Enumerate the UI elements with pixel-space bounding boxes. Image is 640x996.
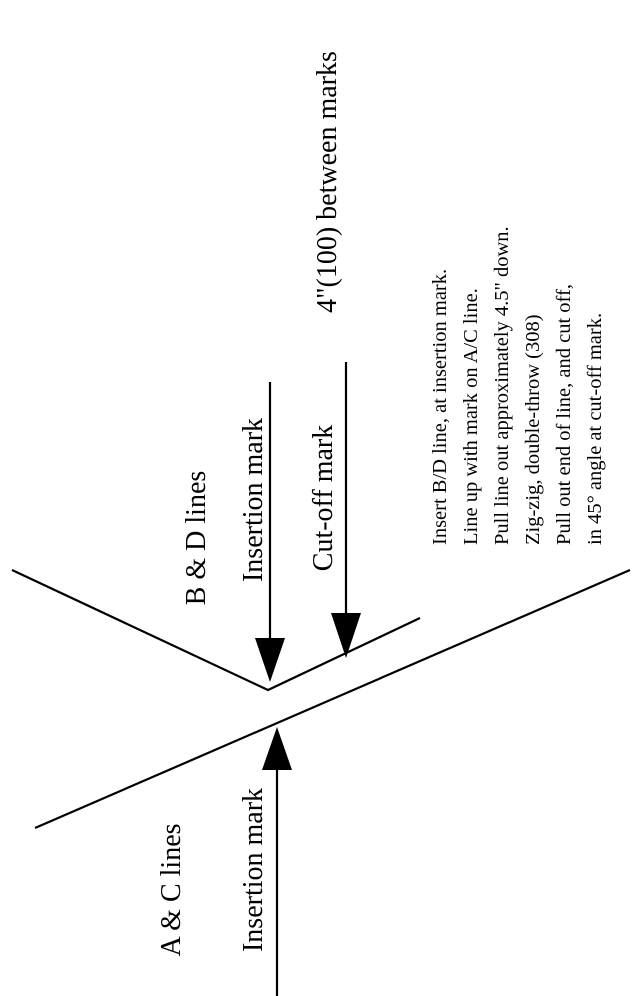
cutoff-mark-label: Cut-off mark <box>308 425 339 571</box>
spacing-label: 4"(100) between marks <box>312 51 343 313</box>
bd-lines-label: B & D lines <box>181 471 212 606</box>
cutoff-arrowhead <box>331 613 361 658</box>
ac-insertion-arrowhead <box>262 727 292 770</box>
bd-insertion-arrowhead <box>255 638 285 682</box>
instruction-line: Zig-zig, double-throw (308) <box>522 314 544 545</box>
instruction-line: in 45° angle at cut-off mark. <box>584 313 606 545</box>
instruction-line: Insert B/D line, at insertion mark. <box>429 269 451 545</box>
bd-insertion-mark-label: Insertion mark <box>238 418 269 582</box>
ac-line <box>34 568 631 830</box>
instruction-line: Pull out end of line, and cut off, <box>553 284 575 545</box>
instruction-line: Pull line out approximately 4.5" down. <box>491 226 513 545</box>
ac-insertion-mark-label: Insertion mark <box>238 788 269 952</box>
instruction-line: Line up with mark on A/C line. <box>460 288 482 545</box>
ac-lines-label: A & C lines <box>156 823 187 956</box>
bd-line <box>11 569 421 692</box>
instructions-block: Insert B/D line, at insertion mark. Line… <box>429 226 606 545</box>
